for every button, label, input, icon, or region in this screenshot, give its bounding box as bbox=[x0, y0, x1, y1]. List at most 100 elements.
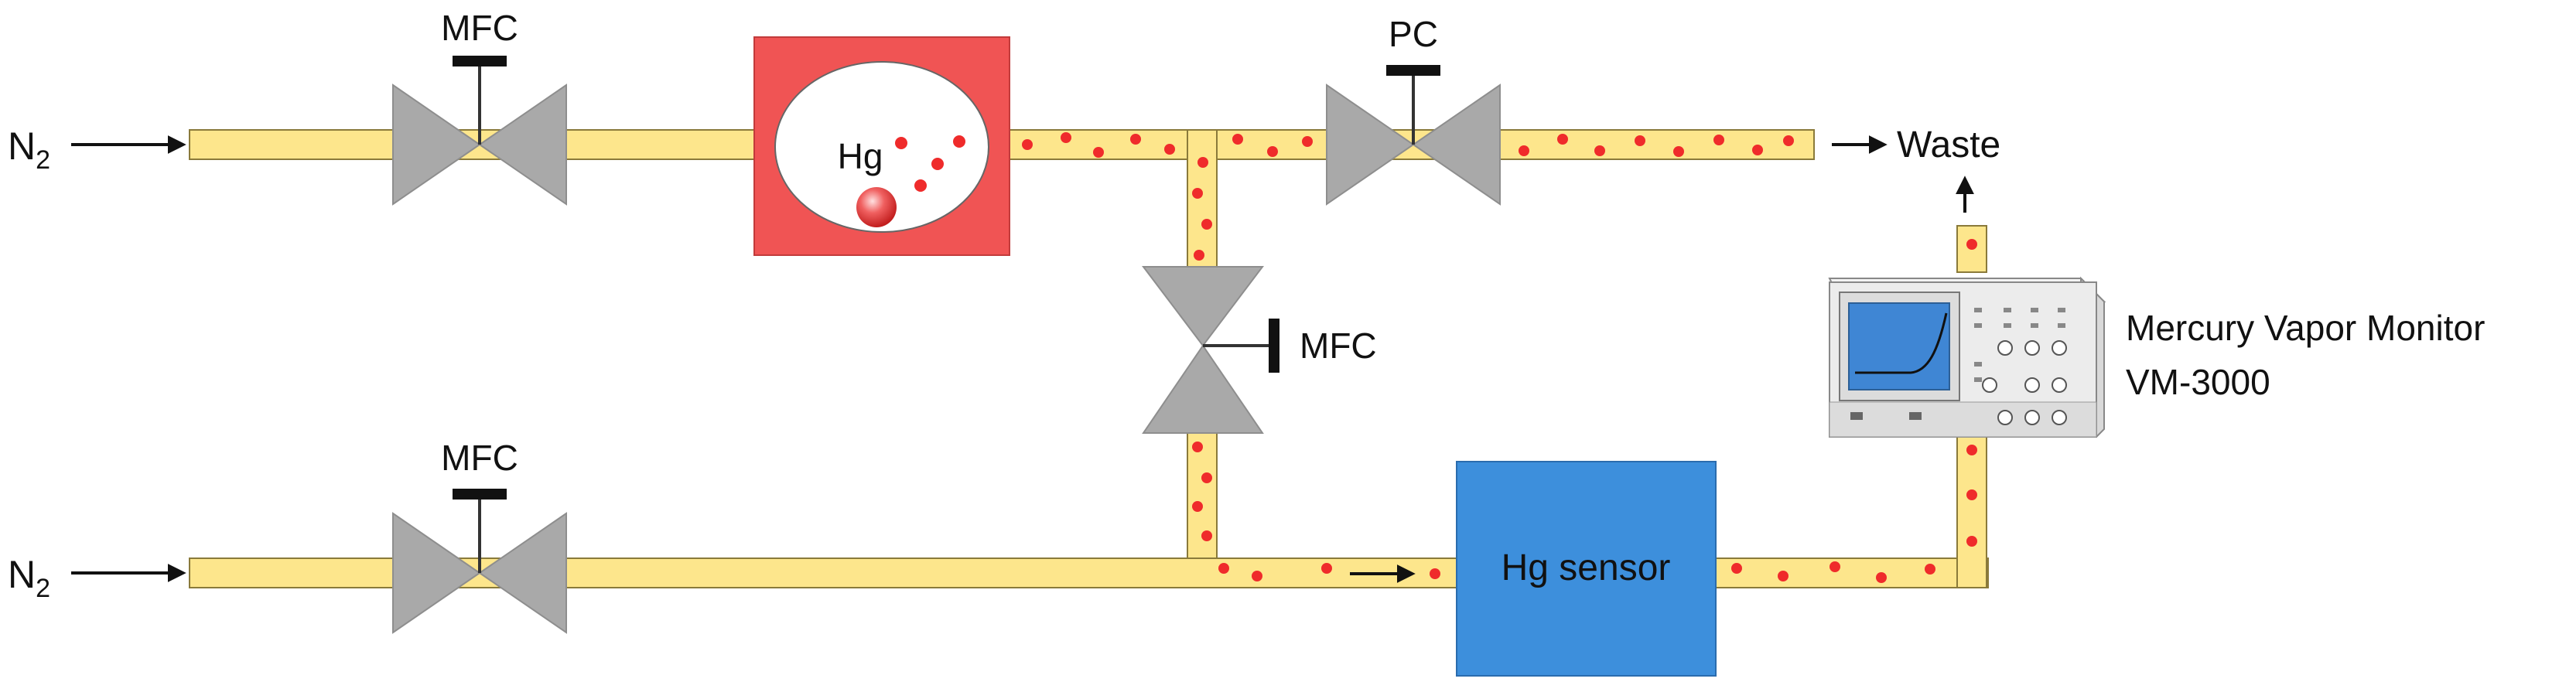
mercury-dot bbox=[931, 158, 944, 170]
monitor-controls bbox=[1974, 308, 2065, 382]
hg-sensor: Hg sensor bbox=[1456, 461, 1717, 677]
mercury-dot bbox=[1218, 563, 1229, 574]
pipe-sensor-outlet bbox=[1713, 557, 1989, 588]
mercury-dot bbox=[895, 137, 907, 149]
monitor-knob bbox=[1982, 377, 1997, 393]
monitor-knob bbox=[2052, 377, 2067, 393]
mercury-dot bbox=[1197, 157, 1208, 168]
mercury-dot bbox=[1093, 147, 1104, 158]
mfc-bottom-label: MFC bbox=[441, 438, 518, 478]
mercury-dot bbox=[1966, 489, 1977, 500]
monitor-knob bbox=[2024, 340, 2040, 356]
monitor-button bbox=[1974, 323, 1982, 328]
mercury-dot bbox=[1594, 145, 1605, 156]
n2-top-label: N2 bbox=[8, 124, 50, 175]
valve-icon bbox=[1141, 266, 1265, 347]
mercury-dot bbox=[1130, 134, 1141, 145]
monitor-button bbox=[2031, 323, 2038, 328]
valve-icon bbox=[392, 84, 481, 206]
monitor-button bbox=[1974, 377, 1982, 382]
monitor-button bbox=[2004, 308, 2011, 312]
pipe-vertical-top bbox=[1187, 129, 1218, 270]
mercury-dot bbox=[1731, 563, 1742, 574]
mercury-dot bbox=[1519, 145, 1529, 156]
pipe-vertical-bottom bbox=[1187, 432, 1218, 573]
monitor-knob bbox=[1997, 340, 2013, 356]
mercury-dot bbox=[1201, 530, 1212, 541]
mercury-dot bbox=[1201, 219, 1212, 230]
monitor-button bbox=[1974, 308, 1982, 312]
monitor-knob bbox=[2024, 377, 2040, 393]
mercury-dot bbox=[1925, 564, 1935, 575]
mercury-dot bbox=[1966, 536, 1977, 547]
pipe-bottom-main bbox=[189, 557, 1463, 588]
mercury-dot bbox=[1752, 145, 1763, 155]
monitor-button bbox=[2058, 323, 2065, 328]
mercury-dot bbox=[1192, 501, 1203, 512]
monitor-screen bbox=[1848, 302, 1950, 390]
mercury-dot bbox=[1061, 132, 1071, 143]
valve-icon bbox=[392, 512, 481, 634]
hg-sensor-box bbox=[1456, 461, 1717, 677]
hg-reservoir: Hg bbox=[753, 36, 1010, 256]
valve-icon bbox=[478, 84, 567, 206]
valve-handle bbox=[453, 56, 507, 66]
mercury-dot bbox=[1783, 135, 1794, 146]
mfc-top-valve: MFC bbox=[392, 8, 567, 206]
mercury-dot bbox=[1164, 144, 1175, 155]
mercury-dot bbox=[1713, 135, 1724, 145]
monitor-button bbox=[2058, 308, 2065, 312]
pc-label: PC bbox=[1389, 14, 1438, 54]
mercury-dot bbox=[1778, 571, 1789, 581]
hg-reservoir-chamber bbox=[774, 61, 989, 233]
mercury-dot bbox=[1830, 561, 1840, 572]
waste-label: Waste bbox=[1897, 124, 2000, 165]
waste-outlet: Waste bbox=[1832, 124, 2000, 213]
inlet-bottom: N2 bbox=[8, 553, 186, 603]
valve-icon bbox=[1412, 84, 1501, 206]
monitor-knobs bbox=[1982, 340, 2067, 425]
mercury-dot bbox=[1252, 571, 1262, 581]
mercury-dot bbox=[1966, 445, 1977, 455]
oscilloscope-icon bbox=[1828, 276, 2106, 438]
mercury-dot bbox=[953, 135, 965, 148]
mercury-dot bbox=[1673, 146, 1684, 157]
n2-bottom-label: N2 bbox=[8, 553, 50, 603]
valve-handle bbox=[1386, 65, 1440, 76]
monitor-port bbox=[1909, 412, 1922, 420]
hg-label: Hg bbox=[838, 136, 883, 176]
monitor-switch bbox=[1850, 412, 1863, 420]
pc-valve: PC bbox=[1326, 14, 1501, 206]
mercury-dot bbox=[1232, 134, 1243, 145]
mercury-dot bbox=[1321, 563, 1332, 574]
mfc-mid-label: MFC bbox=[1300, 326, 1377, 366]
monitor-label-line1: Mercury Vapor Monitor bbox=[2126, 308, 2485, 348]
mercury-dot bbox=[1194, 250, 1204, 261]
mercury-dot bbox=[1302, 136, 1313, 147]
mercury-dot bbox=[1192, 188, 1203, 199]
mfc-top-label: MFC bbox=[441, 8, 518, 48]
mercury-dot bbox=[1201, 472, 1212, 483]
mercury-dot bbox=[1192, 442, 1203, 452]
monitor-knob bbox=[2052, 410, 2067, 425]
pipe-monitor-return bbox=[1956, 432, 1987, 588]
monitor-knob bbox=[1997, 410, 2013, 425]
mfc-bottom-valve: MFC bbox=[392, 438, 567, 634]
monitor-trace bbox=[1855, 312, 1948, 374]
mercury-dot bbox=[1966, 239, 1977, 250]
mercury-dot bbox=[1430, 568, 1440, 579]
mercury-dot bbox=[1876, 572, 1887, 583]
monitor-knob bbox=[2052, 340, 2067, 356]
valve-icon bbox=[1142, 344, 1264, 434]
mercury-dot bbox=[1022, 139, 1033, 150]
monitor-button bbox=[2004, 323, 2011, 328]
valve-handle bbox=[1269, 319, 1279, 373]
mercury-dot bbox=[1635, 135, 1645, 146]
hg-droplet-icon bbox=[856, 187, 897, 227]
monitor-label-line2: VM-3000 bbox=[2126, 362, 2270, 402]
mercury-dot bbox=[914, 179, 927, 192]
hg-sensor-label: Hg sensor bbox=[1502, 547, 1671, 588]
valve-icon bbox=[478, 512, 567, 634]
mercury-dots bbox=[1022, 132, 1977, 583]
